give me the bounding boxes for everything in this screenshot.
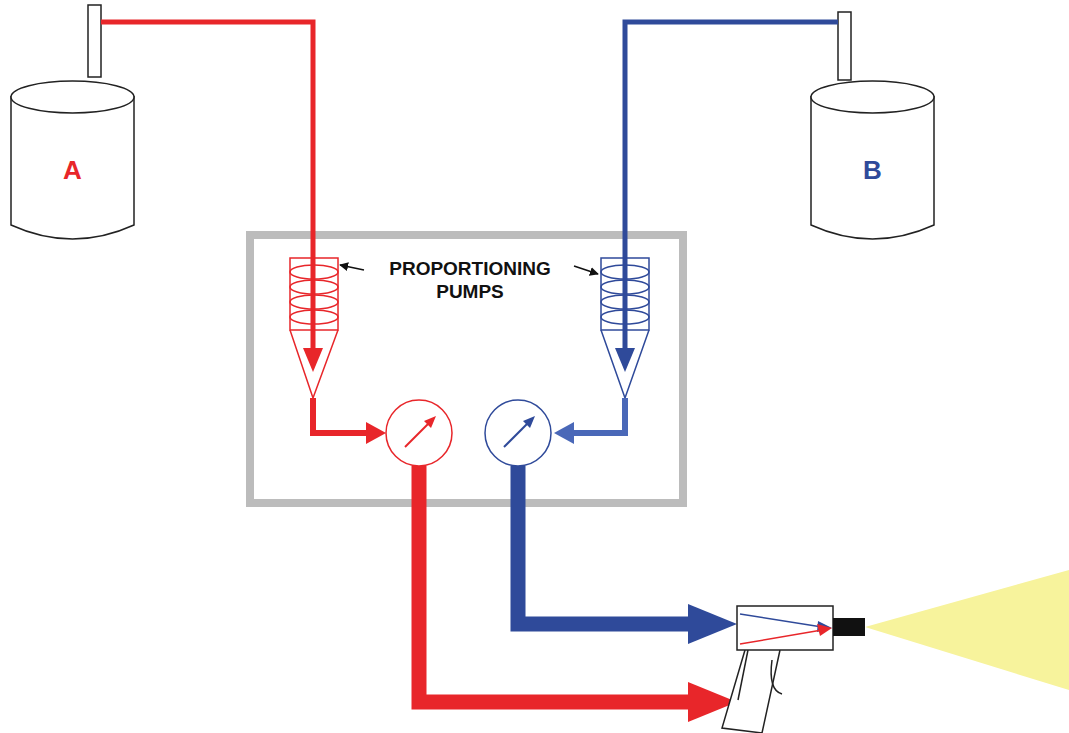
pump-line — [570, 398, 625, 433]
supply-line — [625, 22, 838, 350]
proportioning-pump — [290, 258, 338, 398]
drum-label: B — [810, 155, 935, 186]
pointer-arrow — [340, 265, 364, 270]
proportioning-pump — [601, 258, 649, 398]
spray-gun — [722, 606, 865, 733]
flow-arrow — [366, 422, 386, 444]
flow-arrow — [688, 604, 737, 644]
hose — [419, 466, 690, 702]
pressure-gauge — [485, 400, 551, 466]
pointer-arrow — [574, 266, 598, 274]
pressure-gauge — [386, 400, 452, 466]
dip-tube — [838, 12, 851, 80]
drum: A — [10, 80, 135, 243]
flow-arrow — [303, 348, 323, 372]
drum-label: A — [10, 155, 135, 186]
drum: B — [810, 80, 935, 243]
flow-arrow — [554, 422, 574, 444]
spray-fan — [865, 570, 1069, 690]
flow-arrow — [615, 348, 635, 372]
dip-tube — [88, 5, 101, 77]
hose — [518, 466, 690, 624]
pump-label: PROPORTIONING PUMPS — [375, 258, 565, 304]
pump-line — [313, 398, 370, 433]
